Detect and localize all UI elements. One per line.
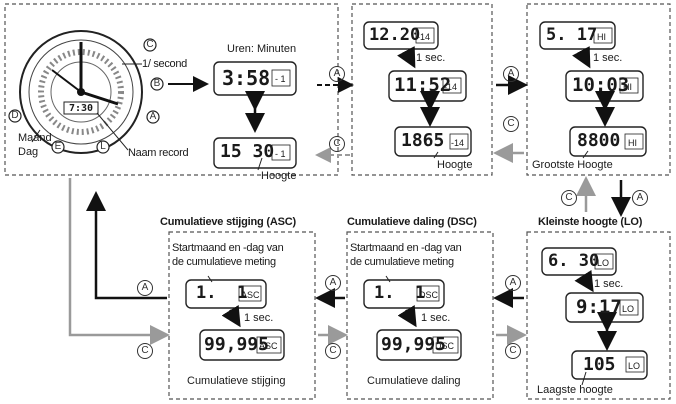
lcd-s4-mid-note: 1 sec. — [594, 278, 624, 290]
lcd-s4-mid-main: 9:17 — [576, 296, 622, 318]
crown-letter-b: B — [153, 78, 161, 89]
lcd-s1-bot-main: 15 30 — [220, 141, 275, 162]
label-month: Maand — [18, 132, 52, 144]
lcd-s1-bot-tag: - 1 — [275, 149, 286, 159]
crown-letter-a: A — [149, 111, 157, 122]
lcd-s5-top-tag: ASC — [241, 290, 260, 300]
lcd-s3-bot-label: Grootste Hoogte — [532, 159, 613, 171]
lcd-s5-top-main: 1. 1 — [196, 283, 248, 303]
btn-c-4-to-3: C — [561, 190, 577, 206]
crown-letter-c: C — [146, 39, 154, 50]
lcd-s4-bot-label: Laagste hoogte — [537, 384, 613, 396]
screen-s5-bot — [199, 329, 285, 361]
lcd-s4-bot-main: 105 — [583, 354, 616, 375]
crown-letter-e: E — [54, 141, 62, 152]
lcd-s5-bot-main: 99,995 — [204, 334, 270, 355]
lcd-s5-bot-label: Cumulatieve stijging — [187, 375, 286, 387]
lcd-s2-mid-note: 1 sec. — [416, 52, 446, 64]
crown-letter-l: L — [100, 141, 106, 152]
screen-s4-top — [541, 247, 617, 276]
lcd-s3-mid-note: 1 sec. — [593, 52, 623, 64]
start-note-dsc-line2: de cumulatieve meting — [350, 256, 454, 268]
watch-face-readout: 7:30 — [69, 103, 94, 114]
btn-c-3-to-2: C — [503, 116, 519, 132]
screen-s2-bot — [394, 126, 472, 157]
lcd-s6-bot-note: 1 sec. — [421, 312, 451, 324]
lcd-s3-mid-tag: HI — [623, 82, 632, 92]
lcd-s2-bot-main: 1865 — [401, 130, 445, 151]
btn-a-6-to-1: A — [137, 280, 153, 296]
lcd-s6-top-tag: DSC — [419, 290, 439, 300]
lcd-s4-top-tag: LO — [597, 258, 610, 268]
diag-arrow-s2 — [397, 46, 416, 69]
btn-a-3-to-4: A — [632, 190, 648, 206]
button-b-crown[interactable] — [150, 77, 164, 91]
lcd-s2-mid-main: 11:52 — [394, 74, 452, 96]
panel-dsc — [346, 231, 494, 400]
lcd-s6-top-main: 1. 1 — [374, 283, 426, 303]
btn-a-5-to-6: A — [325, 275, 341, 291]
arrow-a-6-to-1 — [86, 191, 167, 300]
btn-a-2-to-3: A — [503, 66, 519, 82]
btn-a-1-to-2: A — [329, 66, 345, 82]
btn-a-4-to-5: A — [505, 275, 521, 291]
lcd-s2-bot-label: Hoogte — [437, 159, 473, 171]
arrow-c-1-to-6 — [68, 178, 170, 345]
lcd-s6-bot-label: Cumulatieve daling — [367, 375, 461, 387]
lcd-s3-bot-main: 8800 — [577, 130, 621, 151]
start-note-dsc-line1: Startmaand en -dag van — [350, 242, 462, 254]
label-record: Naam record — [128, 147, 189, 159]
button-e-crown[interactable] — [51, 140, 65, 154]
heading-dsc: Cumulatieve daling (DSC) — [347, 216, 477, 228]
lcd-s5-bot-tag: ASC — [259, 341, 278, 351]
panel-record — [351, 3, 493, 176]
lcd-s4-bot-tag: LO — [628, 361, 641, 371]
lcd-s3-top-main: 5. 17 — [546, 25, 598, 45]
lcd-s4-mid-tag: LO — [622, 304, 635, 314]
lcd-s2-mid-tag: -14 — [444, 82, 458, 92]
lcd-s6-bot-tag: DSC — [435, 341, 455, 351]
button-l-crown[interactable] — [96, 140, 110, 154]
diag-arrow-s5 — [221, 304, 241, 328]
lcd-s2-top-tag: -14 — [417, 32, 431, 42]
start-note-asc-line1: Startmaand en -dag van — [172, 242, 284, 254]
lcd-s3-mid-main: 10:03 — [572, 74, 630, 96]
label-day: Dag — [18, 146, 39, 158]
lcd-s5-bot-note: 1 sec. — [244, 312, 274, 324]
lcd-s3-bot-tag: HI — [628, 138, 637, 148]
heading-asc: Cumulatieve stijging (ASC) — [160, 216, 296, 228]
watch-illustration — [8, 30, 164, 154]
panel-asc — [168, 231, 316, 400]
label-second: 1/ second — [142, 58, 188, 70]
btn-c-5-to-4: C — [505, 343, 521, 359]
diag-arrow-s4 — [574, 269, 594, 293]
lcd-s2-top-main: 12.20 — [369, 25, 421, 45]
button-d-crown[interactable] — [8, 109, 22, 123]
screen-s3-bot — [569, 126, 647, 157]
btn-c-6-to-5: C — [325, 343, 341, 359]
lcd-s3-top-tag: HI — [597, 32, 606, 42]
lcd-s6-bot-main: 99,995 — [381, 334, 447, 355]
diag-arrow-s3 — [572, 46, 591, 69]
screen-s1-bot — [213, 137, 297, 169]
panel-lo — [526, 231, 671, 400]
lcd-s1-bot-label: Hoogte — [261, 170, 297, 182]
label-time: Uren: Minuten — [227, 43, 297, 55]
diag-arrow-s6 — [397, 304, 417, 328]
btn-c-2-to-1: C — [329, 136, 345, 152]
lcd-s1-top-main: 3:58 — [222, 66, 271, 90]
lcd-s1-top-tag: - 1 — [275, 74, 286, 84]
start-note-asc-line2: de cumulatieve meting — [172, 256, 276, 268]
btn-c-1-to-6: C — [137, 343, 153, 359]
screen-s2-mid — [388, 70, 467, 102]
lcd-s2-bot-tag: -14 — [451, 138, 465, 148]
heading-lo: Kleinste hoogte (LO) — [538, 216, 643, 228]
lcd-s4-top-main: 6. 30 — [548, 251, 600, 271]
screen-s4-bot — [571, 350, 648, 380]
button-c-crown[interactable] — [143, 38, 157, 52]
button-a-crown[interactable] — [146, 110, 160, 124]
screen-s6-bot — [376, 329, 462, 361]
crown-letter-d: D — [11, 110, 19, 121]
